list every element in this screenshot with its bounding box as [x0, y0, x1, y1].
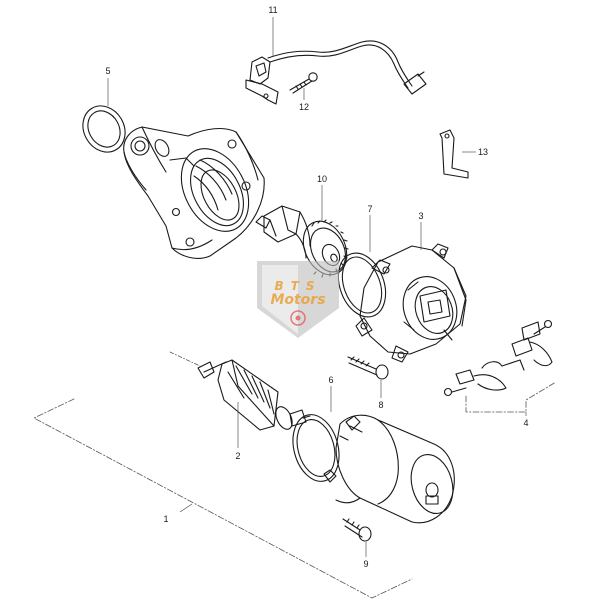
bolt-8-part [347, 356, 389, 380]
assembly-frame-1 [33, 398, 413, 599]
watermark-line2: Motors [270, 292, 325, 308]
watermark-line1: BTS [275, 279, 322, 293]
o-ring-7-part [337, 252, 387, 318]
screw-12-part [289, 72, 318, 94]
callout-8: 8 [378, 400, 383, 410]
brush-set-4-part [443, 319, 553, 397]
motor-housing-part [323, 414, 455, 524]
wiring-harness-part [245, 40, 427, 105]
brush-set-bracket-4 [465, 381, 557, 413]
armature-axis-line [169, 351, 201, 367]
front-housing-part [123, 126, 265, 259]
rear-cover-3-part [355, 243, 467, 363]
screw-9-part [342, 518, 372, 542]
callout-12: 12 [299, 102, 309, 112]
callout-2: 2 [235, 451, 240, 461]
callout-7: 7 [367, 204, 372, 214]
callout-13: 13 [478, 147, 488, 157]
callout-10: 10 [317, 174, 327, 184]
bracket-13-part [439, 129, 469, 179]
callout-4: 4 [523, 418, 528, 428]
armature-2-part [197, 359, 311, 431]
callout-5: 5 [105, 66, 110, 76]
watermark-logo: BTS Motors [257, 261, 339, 338]
callout-11: 11 [268, 5, 277, 15]
callout-3: 3 [418, 211, 423, 221]
callout-9: 9 [363, 559, 368, 569]
leader-line-1 [179, 503, 193, 513]
o-ring-5-part [82, 105, 126, 153]
o-ring-6-part [292, 414, 340, 482]
callout-1: 1 [163, 514, 168, 524]
callout-6: 6 [328, 375, 333, 385]
